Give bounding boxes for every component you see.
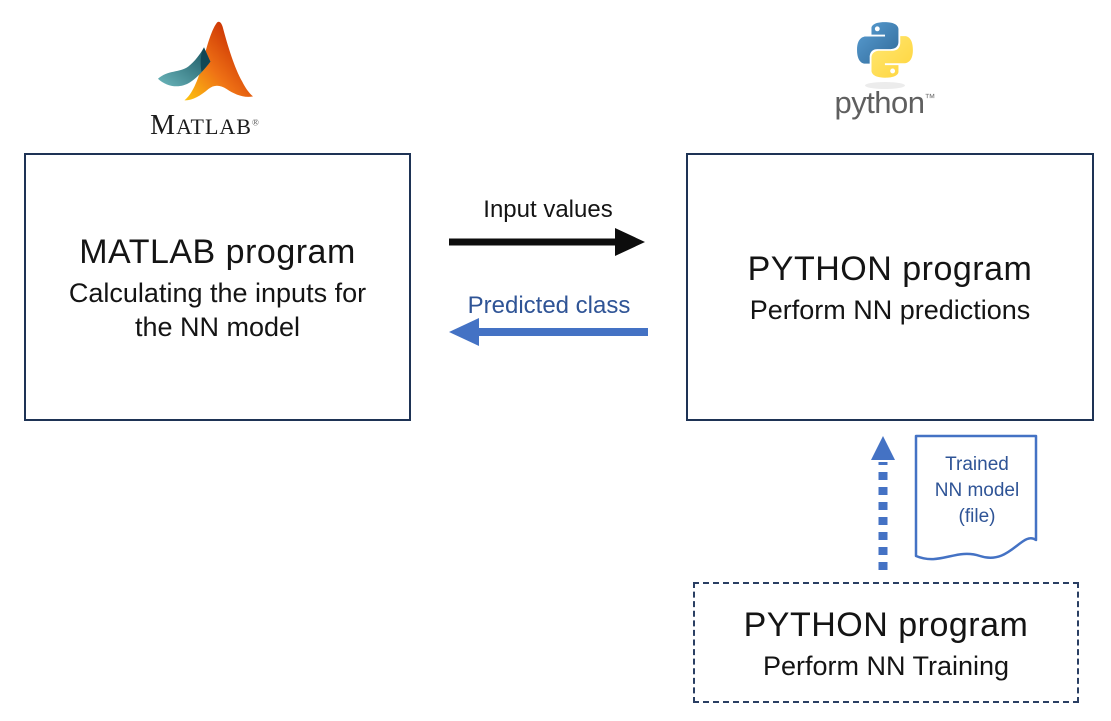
- matlab-program-title: MATLAB program: [79, 233, 356, 271]
- python-wordmark: python™: [815, 85, 955, 121]
- predicted-class-arrow: [449, 318, 648, 346]
- python-training-node: PYTHON program Perform NN Training: [693, 582, 1079, 703]
- python-program-subtitle: Perform NN predictions: [749, 295, 1031, 325]
- input-values-arrow: [449, 228, 645, 256]
- trained-model-arrow: [871, 436, 895, 570]
- python-icon: [857, 22, 913, 78]
- input-values-label: Input values: [483, 196, 613, 223]
- matlab-logo: MATLAB®: [140, 18, 270, 142]
- python-training-title: PYTHON program: [743, 605, 1029, 644]
- matlab-trademark: ®: [251, 117, 260, 128]
- python-wordmark-text: python: [834, 85, 925, 120]
- python-logo: python™: [815, 22, 955, 121]
- matlab-program-node: MATLAB program Calculating the inputs fo…: [24, 153, 411, 421]
- python-logo-shadow: [865, 82, 905, 89]
- trained-model-file-label: Trained NN model (file): [934, 454, 1020, 527]
- python-training-subtitle: Perform NN Training: [762, 650, 1010, 681]
- matlab-program-subtitle: Calculating the inputs for the NN model: [68, 278, 367, 342]
- matlab-wordmark: MATLAB®: [140, 110, 270, 142]
- matlab-wordmark-initial: M: [150, 110, 177, 141]
- document-shape: [914, 434, 1038, 561]
- python-program-title: PYTHON program: [747, 250, 1033, 288]
- matlab-membrane-icon: [157, 21, 254, 101]
- python-trademark: ™: [924, 92, 936, 105]
- matlab-wordmark-rest: ATLAB: [176, 114, 252, 139]
- python-program-node: PYTHON program Perform NN predictions: [686, 153, 1094, 421]
- predicted-class-label: Predicted class: [467, 292, 631, 319]
